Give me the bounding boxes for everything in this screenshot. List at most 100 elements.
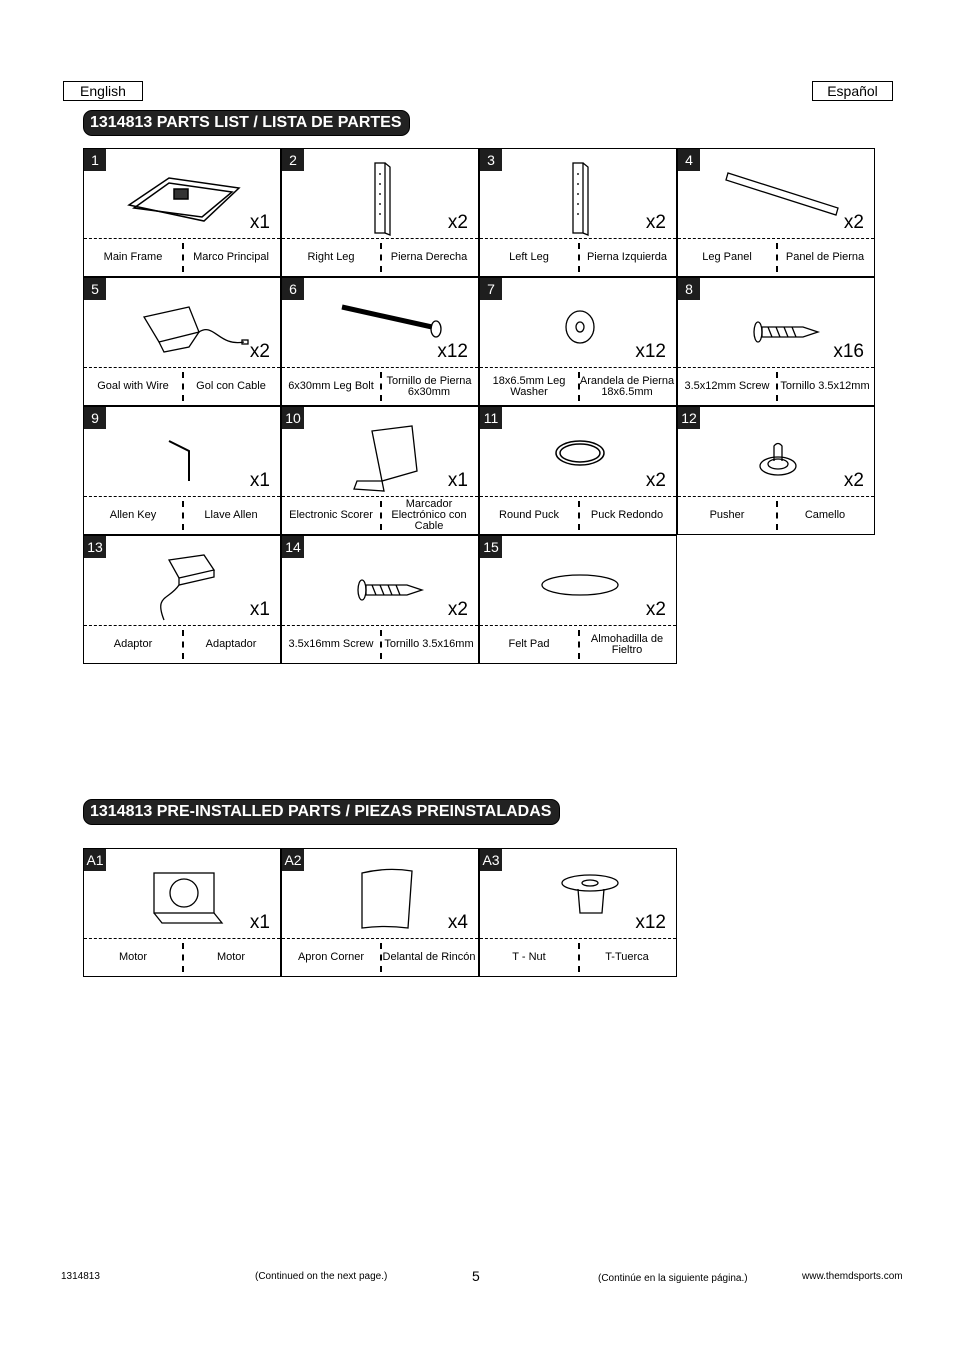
part-labels: Round Puck Puck Redondo bbox=[480, 496, 676, 534]
part-name-english: Right Leg bbox=[307, 251, 355, 263]
label-divider bbox=[380, 372, 382, 401]
t-nut-icon bbox=[561, 874, 619, 914]
part-labels: Pusher Camello bbox=[678, 496, 874, 534]
leg-icon bbox=[374, 162, 391, 236]
part-name-english: Pusher bbox=[709, 509, 745, 521]
leg-panel-icon bbox=[725, 172, 839, 216]
page-number: 5 bbox=[472, 1268, 480, 1284]
scorer-icon bbox=[353, 425, 418, 492]
part-quantity: x1 bbox=[249, 599, 270, 620]
screw-icon bbox=[357, 579, 425, 601]
part-number: 7 bbox=[480, 278, 502, 300]
part-name-spanish: Motor bbox=[216, 951, 246, 963]
part-name-spanish: Camello bbox=[804, 509, 846, 521]
part-quantity: x2 bbox=[447, 212, 468, 233]
bolt-icon bbox=[341, 304, 442, 338]
part-quantity: x2 bbox=[645, 212, 666, 233]
part-name-english: Goal with Wire bbox=[97, 380, 169, 392]
label-divider bbox=[380, 501, 382, 530]
label-divider bbox=[182, 243, 184, 272]
part-quantity: x2 bbox=[843, 212, 864, 233]
part-number: 15 bbox=[480, 536, 502, 558]
part-quantity: x12 bbox=[635, 912, 666, 933]
part-number: 10 bbox=[282, 407, 304, 429]
part-quantity: x2 bbox=[249, 341, 270, 362]
part-labels: T - Nut T-Tuerca bbox=[480, 938, 676, 976]
part-number: A1 bbox=[84, 849, 106, 871]
part-name-spanish: Panel de Pierna bbox=[785, 251, 865, 263]
part-name-english: 3.5x16mm Screw bbox=[288, 638, 374, 650]
part-number: 3 bbox=[480, 149, 502, 171]
part-labels: Leg Panel Panel de Pierna bbox=[678, 238, 874, 276]
part-quantity: x16 bbox=[833, 341, 864, 362]
part-number: 5 bbox=[84, 278, 106, 300]
part-name-english: Main Frame bbox=[103, 251, 163, 263]
part-quantity: x2 bbox=[645, 470, 666, 491]
part-number: A2 bbox=[282, 849, 304, 871]
part-number: 9 bbox=[84, 407, 106, 429]
main-frame-icon bbox=[127, 177, 241, 222]
part-name-english: Felt Pad bbox=[508, 638, 550, 650]
label-divider bbox=[182, 372, 184, 401]
part-name-spanish: T-Tuerca bbox=[605, 951, 649, 963]
part-name-spanish: Puck Redondo bbox=[590, 509, 664, 521]
label-divider bbox=[578, 243, 580, 272]
label-divider bbox=[182, 630, 184, 659]
part-number: A3 bbox=[480, 849, 502, 871]
footer-model: 1314813 bbox=[61, 1271, 100, 1282]
leg-icon bbox=[572, 162, 589, 236]
part-name-english: Leg Panel bbox=[702, 251, 752, 263]
part-number: 2 bbox=[282, 149, 304, 171]
part-name-english: Round Puck bbox=[499, 509, 559, 521]
pusher-icon bbox=[759, 442, 797, 476]
part-name-spanish: Arandela de Pierna 18x6.5mm bbox=[579, 374, 675, 398]
part-name-english: Left Leg bbox=[509, 251, 549, 263]
part-quantity: x12 bbox=[635, 341, 666, 362]
footer-website: www.themdsports.com bbox=[802, 1271, 903, 1282]
part-name-spanish: Marco Principal bbox=[193, 251, 269, 263]
part-name-english: Adaptor bbox=[113, 638, 153, 650]
part-name-spanish: Tornillo de Pierna 6x30mm bbox=[386, 374, 472, 398]
part-quantity: x2 bbox=[843, 470, 864, 491]
part-number: 8 bbox=[678, 278, 700, 300]
part-number: 4 bbox=[678, 149, 700, 171]
part-number: 6 bbox=[282, 278, 304, 300]
part-labels: Adaptor Adaptador bbox=[84, 625, 280, 663]
part-number: 11 bbox=[480, 407, 502, 429]
part-quantity: x12 bbox=[437, 341, 468, 362]
part-number: 14 bbox=[282, 536, 304, 558]
label-divider bbox=[578, 372, 580, 401]
part-labels: Main Frame Marco Principal bbox=[84, 238, 280, 276]
motor-icon bbox=[153, 872, 224, 924]
label-divider bbox=[380, 243, 382, 272]
part-name-english: Motor bbox=[118, 951, 148, 963]
part-name-spanish: Tornillo 3.5x16mm bbox=[384, 638, 474, 650]
label-divider bbox=[182, 501, 184, 530]
footer-continued-en: (Continued on the next page.) bbox=[255, 1271, 388, 1282]
allen-key-icon bbox=[168, 440, 190, 481]
apron-corner-icon bbox=[361, 868, 413, 929]
label-divider bbox=[380, 943, 382, 972]
part-name-english: Allen Key bbox=[109, 509, 157, 521]
preinstalled-parts-title: 1314813 PRE-INSTALLED PARTS / PIEZAS PRE… bbox=[83, 799, 561, 825]
part-name-spanish: Adaptador bbox=[205, 638, 257, 650]
goal-wire-icon bbox=[142, 306, 249, 353]
part-quantity: x1 bbox=[249, 470, 270, 491]
part-name-english: T - Nut bbox=[512, 951, 546, 963]
